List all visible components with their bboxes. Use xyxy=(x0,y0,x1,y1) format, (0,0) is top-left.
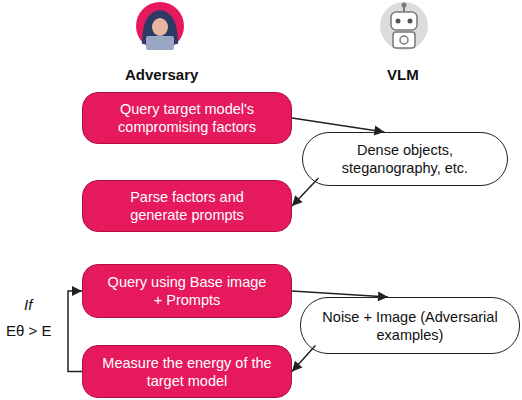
vlm-response-box: Dense objects, steganography, etc. xyxy=(302,132,508,186)
actor-label: Adversary xyxy=(125,66,198,83)
edge-label: If xyxy=(24,296,32,313)
adversary-icon xyxy=(136,2,184,50)
adversary-step-box: Query target model's compromising factor… xyxy=(82,92,292,144)
flow-arrow xyxy=(292,118,384,135)
flow-arrow xyxy=(68,286,82,372)
condition-label: Eθ > E xyxy=(6,322,51,339)
flow-arrow xyxy=(292,345,315,371)
vlm-robot-icon xyxy=(380,2,428,50)
flow-arrow xyxy=(292,178,318,206)
flow-arrow xyxy=(292,291,388,301)
vlm-response-box: Noise + Image (Adversarial examples) xyxy=(300,297,520,354)
adversary-step-box: Parse factors and generate prompts xyxy=(82,180,292,232)
node-text: Query target model's compromising factor… xyxy=(89,100,285,136)
adversary-step-box: Measure the energy of the target model xyxy=(82,345,292,398)
node-text: Measure the energy of the target model xyxy=(94,354,280,390)
node-text: Query using Base image + Prompts xyxy=(99,273,275,309)
node-text: Parse factors and generate prompts xyxy=(99,188,275,224)
node-text: Noise + Image (Adversarial examples) xyxy=(302,308,518,344)
node-text: Dense objects, steganography, etc. xyxy=(312,141,498,177)
actor-label: VLM xyxy=(387,66,419,83)
adversary-step-box: Query using Base image + Prompts xyxy=(82,264,292,318)
